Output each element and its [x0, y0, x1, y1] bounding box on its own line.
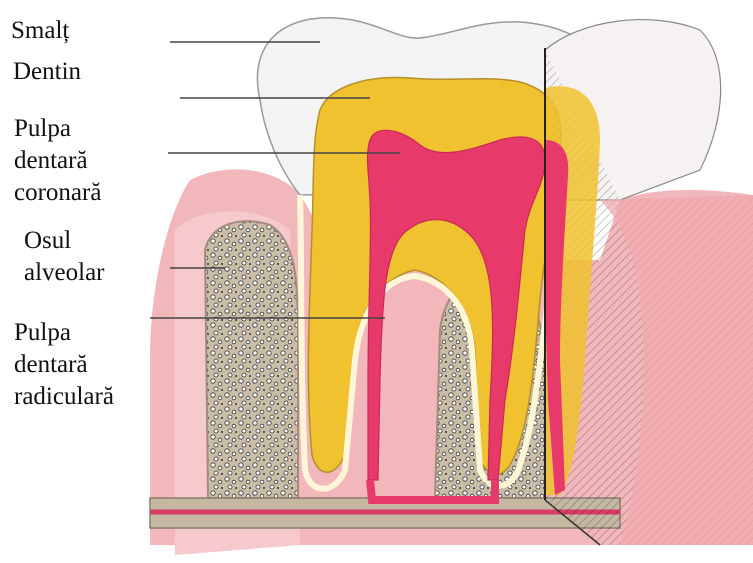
- alveolar-bone-left: [205, 221, 298, 498]
- label-alveolar-bone-line2: alveolar: [24, 258, 105, 288]
- label-enamel: Smalț: [11, 16, 69, 46]
- label-root-pulp-line1: Pulpa: [14, 318, 71, 348]
- label-dentin: Dentin: [13, 57, 81, 87]
- label-coronal-pulp-line2: dentară: [14, 146, 88, 176]
- label-coronal-pulp-line1: Pulpa: [14, 114, 71, 144]
- label-coronal-pulp-line3: coronară: [14, 178, 101, 208]
- label-root-pulp-line2: dentară: [14, 350, 88, 380]
- label-alveolar-bone-line1: Osul: [24, 226, 71, 256]
- label-root-pulp-line3: radiculară: [14, 382, 114, 412]
